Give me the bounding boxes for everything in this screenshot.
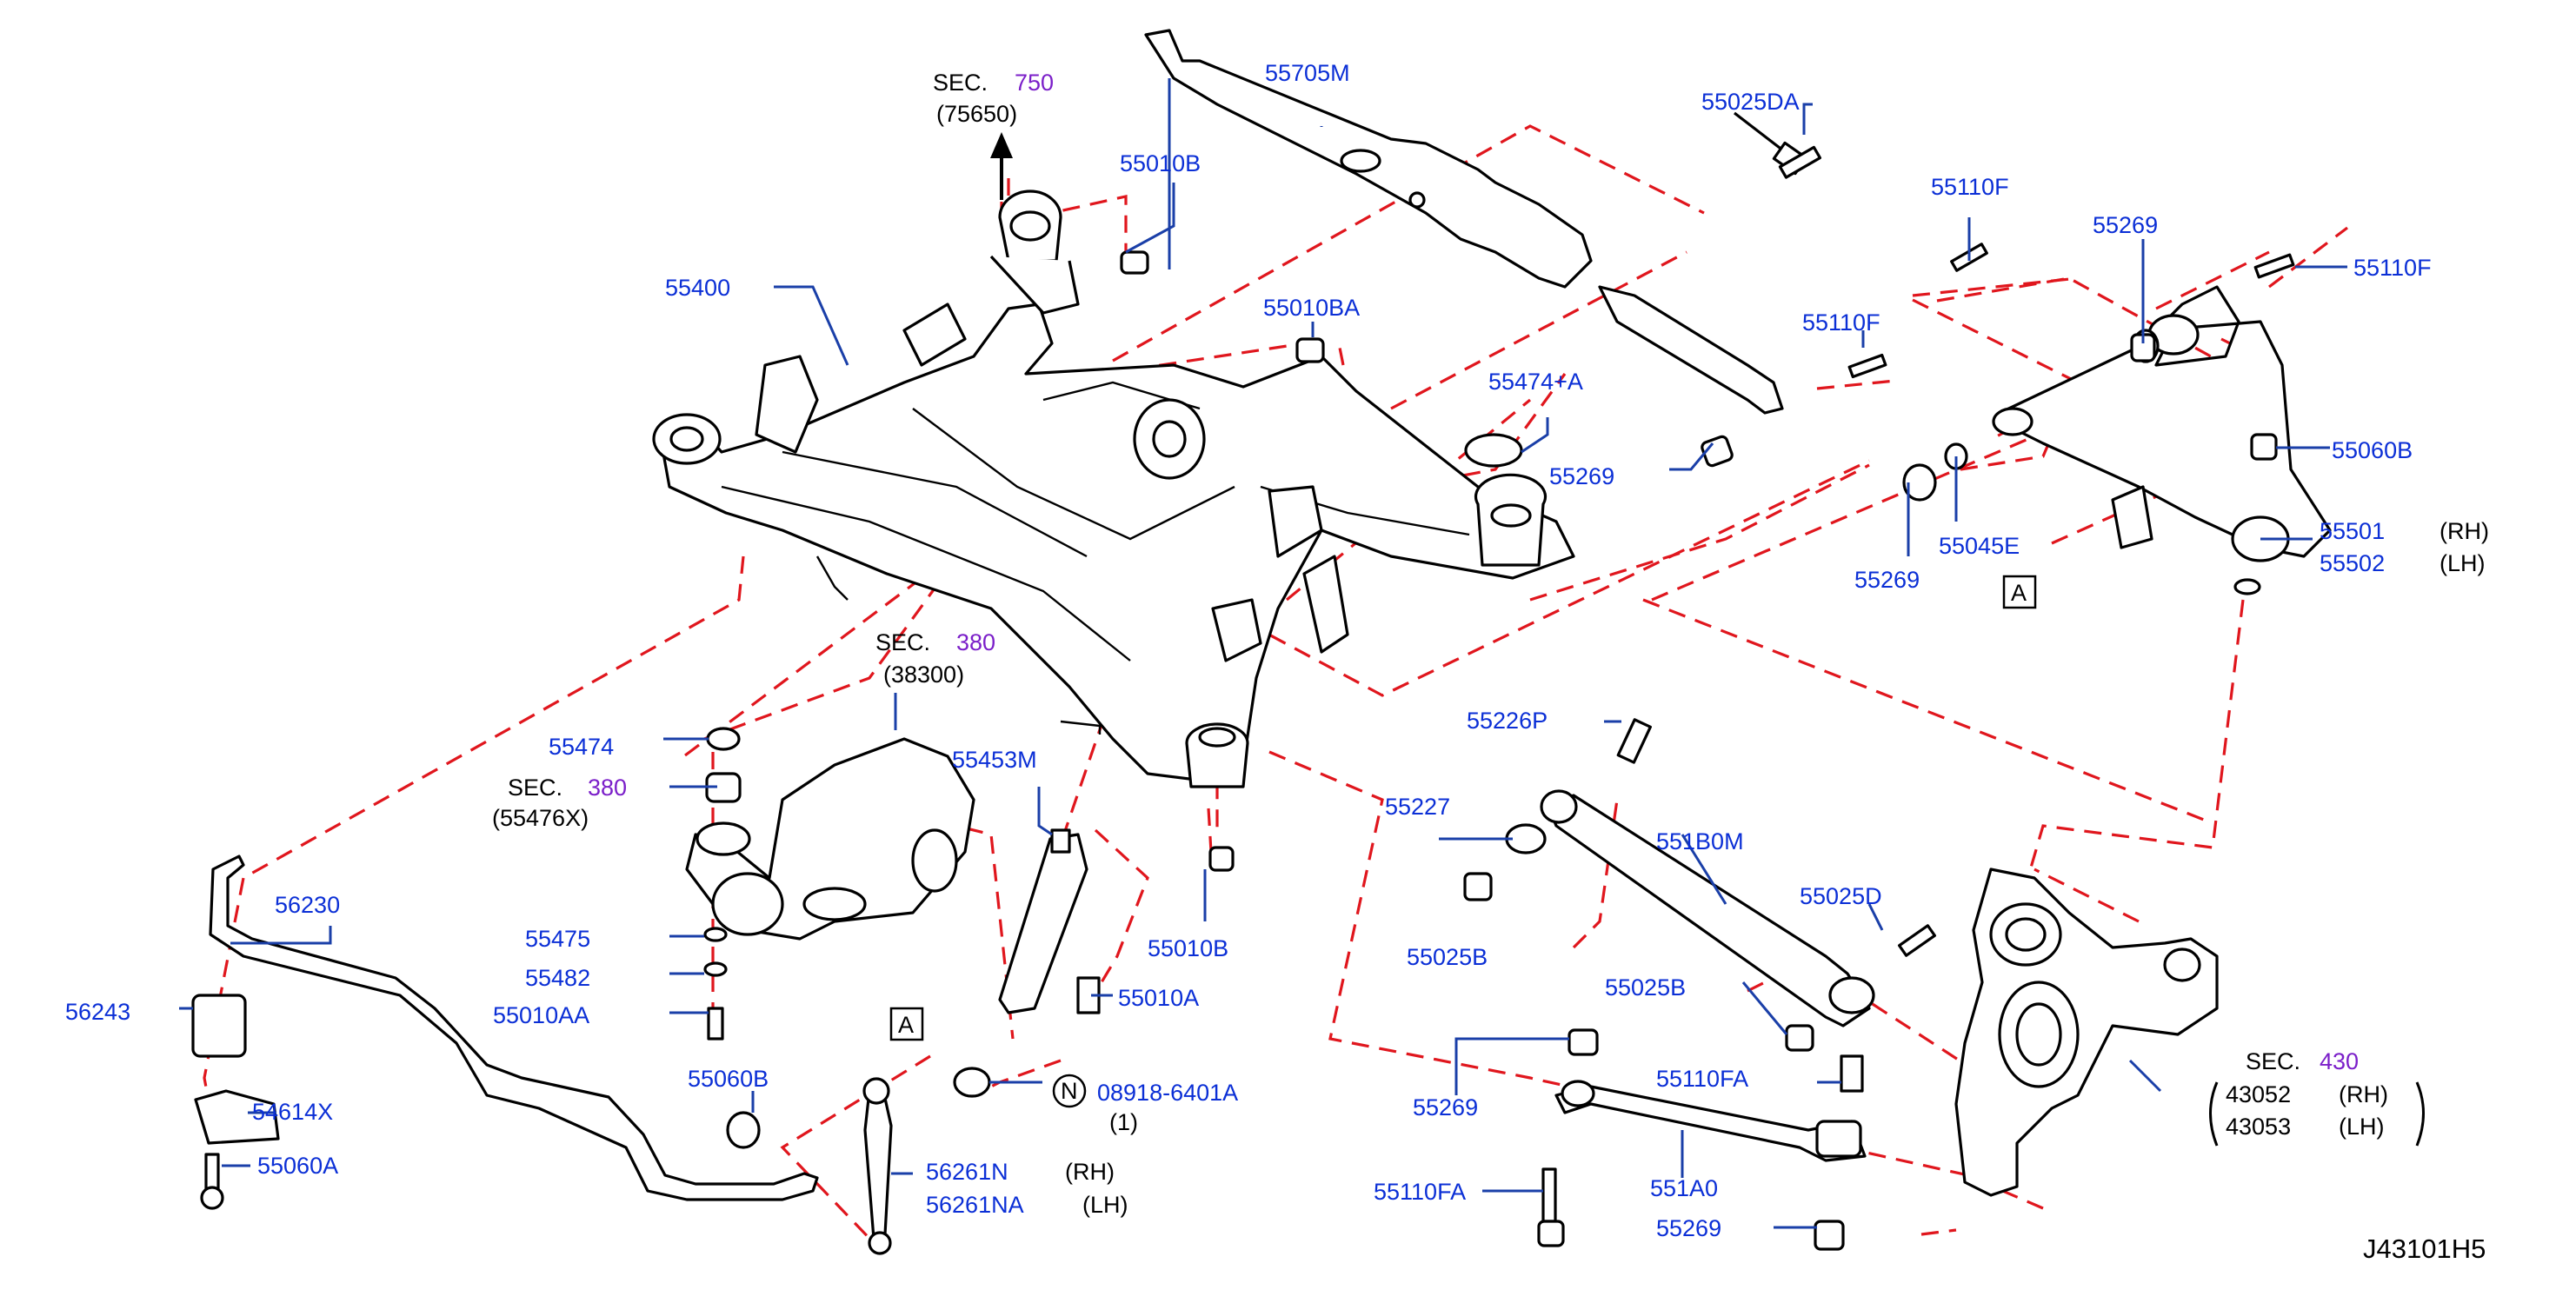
upper-link-55705M — [1144, 29, 1808, 415]
part-label-55110FA-a[interactable]: 55110FA — [1656, 1066, 1748, 1092]
subframe-55400 — [652, 190, 1575, 788]
n-mark-text: N — [1061, 1078, 1078, 1104]
sec380-diff-prefix: SEC. — [875, 629, 930, 655]
section-reference-750[interactable]: SEC. 750 (75650) — [933, 70, 1054, 127]
part-label-55269-b[interactable]: 55269 — [2093, 212, 2158, 238]
part-labels: 55705M 55025DA 55010B 55400 55010BA 5547… — [65, 60, 2489, 1241]
sec430-prefix: SEC. — [2246, 1048, 2300, 1074]
part-label-55269-e[interactable]: 55269 — [1656, 1215, 1721, 1241]
part-label-55025B-a[interactable]: 55025B — [1407, 944, 1488, 970]
reference-box-a-upper-text: A — [2011, 580, 2027, 606]
part-label-56243[interactable]: 56243 — [65, 999, 130, 1025]
part-label-55010B-low[interactable]: 55010B — [1148, 935, 1228, 961]
section-reference-430[interactable]: SEC. 430 43052 (RH) 43053 (LH) — [2209, 1048, 2425, 1147]
n-mark-badge: N — [1052, 1074, 1087, 1108]
sec750-arrow — [990, 132, 1013, 200]
part-label-55705M[interactable]: 55705M — [1265, 60, 1350, 86]
upper-arm-55501 — [1992, 285, 2332, 595]
part-label-55025D[interactable]: 55025D — [1800, 883, 1882, 909]
sec750-subpart: (75650) — [936, 101, 1017, 127]
sec750-number[interactable]: 750 — [1015, 70, 1054, 96]
part-label-55110FA-b[interactable]: 55110FA — [1374, 1179, 1466, 1205]
part-label-55060B-low[interactable]: 55060B — [688, 1066, 769, 1092]
part-label-55010B-top[interactable]: 55010B — [1120, 150, 1201, 176]
part-label-08918-6401A[interactable]: 08918-6401A — [1097, 1080, 1238, 1106]
stabilizer-link-56261N — [862, 1077, 893, 1255]
sec430-number[interactable]: 430 — [2320, 1048, 2359, 1074]
section-reference-380-diff[interactable]: SEC. 380 (38300) — [875, 629, 995, 688]
part-label-55227[interactable]: 55227 — [1385, 794, 1450, 820]
lower-link-551A0 — [1554, 1080, 1867, 1162]
sec750-prefix: SEC. — [933, 70, 988, 96]
part-label-56261N[interactable]: 56261N — [926, 1159, 1008, 1185]
part-label-55010BA[interactable]: 55010BA — [1263, 295, 1360, 321]
rear-stabilizer-56230 — [191, 854, 819, 1210]
part-label-55060B-right[interactable]: 55060B — [2332, 437, 2413, 463]
reference-box-a-lower[interactable]: A — [889, 1007, 924, 1041]
part-label-54614X[interactable]: 54614X — [252, 1099, 333, 1125]
part-label-55110F-mid[interactable]: 55110F — [1802, 309, 1880, 336]
open-bracket — [2209, 1081, 2219, 1147]
part-label-55400[interactable]: 55400 — [665, 275, 730, 301]
part-label-55453M[interactable]: 55453M — [952, 747, 1037, 773]
sec380-diff-number[interactable]: 380 — [956, 629, 995, 655]
part-label-551B0M[interactable]: 551B0M — [1656, 828, 1744, 854]
part-label-55501[interactable]: 55501 — [2320, 518, 2385, 544]
close-bracket — [2415, 1081, 2425, 1147]
sec430-rh: (RH) — [2339, 1081, 2388, 1107]
sec430-lh: (LH) — [2339, 1114, 2385, 1140]
part-label-55010A[interactable]: 55010A — [1118, 985, 1199, 1011]
part-label-55501-side: (RH) — [2440, 518, 2489, 544]
part-label-55025DA[interactable]: 55025DA — [1701, 89, 1800, 115]
part-label-55482[interactable]: 55482 — [525, 965, 590, 991]
part-label-55502-side: (LH) — [2440, 550, 2486, 576]
sec380-mount-subpart: (55476X) — [492, 805, 589, 831]
part-label-56261N-side: (RH) — [1065, 1159, 1115, 1185]
rear-toe-link-55453M — [998, 828, 1088, 1014]
part-label-55045E[interactable]: 55045E — [1939, 533, 2020, 559]
part-label-55110F-top[interactable]: 55110F — [1931, 174, 2009, 200]
rear-differential-mount — [685, 727, 975, 1041]
part-label-55010AA[interactable]: 55010AA — [493, 1002, 589, 1028]
part-label-551A0[interactable]: 551A0 — [1650, 1175, 1718, 1201]
leader-lines — [179, 78, 2347, 1229]
reference-box-a-upper[interactable]: A — [2002, 575, 2037, 609]
sec430-rh-part: 43052 — [2226, 1081, 2291, 1107]
part-label-55269-c[interactable]: 55269 — [1854, 567, 1920, 593]
part-label-56261NA[interactable]: 56261NA — [926, 1192, 1024, 1218]
part-label-55474A[interactable]: 55474+A — [1488, 369, 1583, 395]
part-label-55475[interactable]: 55475 — [525, 926, 590, 952]
part-label-55025B-b[interactable]: 55025B — [1605, 974, 1686, 1001]
part-label-55502[interactable]: 55502 — [2320, 550, 2385, 576]
section-reference-380-mount[interactable]: SEC. 380 (55476X) — [492, 775, 627, 831]
part-label-55226P[interactable]: 55226P — [1467, 708, 1548, 734]
sec430-lh-part: 43053 — [2226, 1114, 2291, 1140]
part-label-55269-d[interactable]: 55269 — [1413, 1094, 1478, 1120]
part-label-55110F-right[interactable]: 55110F — [2353, 255, 2432, 281]
reference-box-a-lower-text: A — [898, 1012, 914, 1038]
sec380-mount-number[interactable]: 380 — [588, 775, 627, 801]
part-label-55060A[interactable]: 55060A — [257, 1153, 338, 1179]
part-label-55474[interactable]: 55474 — [549, 734, 614, 760]
part-label-55269-a[interactable]: 55269 — [1549, 463, 1614, 489]
diagram-code: J43101H5 — [2363, 1233, 2486, 1264]
sec380-diff-subpart: (38300) — [883, 662, 964, 688]
lower-link-551B0M — [1540, 789, 1875, 1027]
part-label-08918-qty: (1) — [1109, 1109, 1138, 1135]
sec380-mount-prefix: SEC. — [508, 775, 562, 801]
knuckle-43052 — [1954, 868, 2219, 1197]
part-label-56230[interactable]: 56230 — [275, 892, 340, 918]
part-label-56261NA-side: (LH) — [1082, 1192, 1128, 1218]
